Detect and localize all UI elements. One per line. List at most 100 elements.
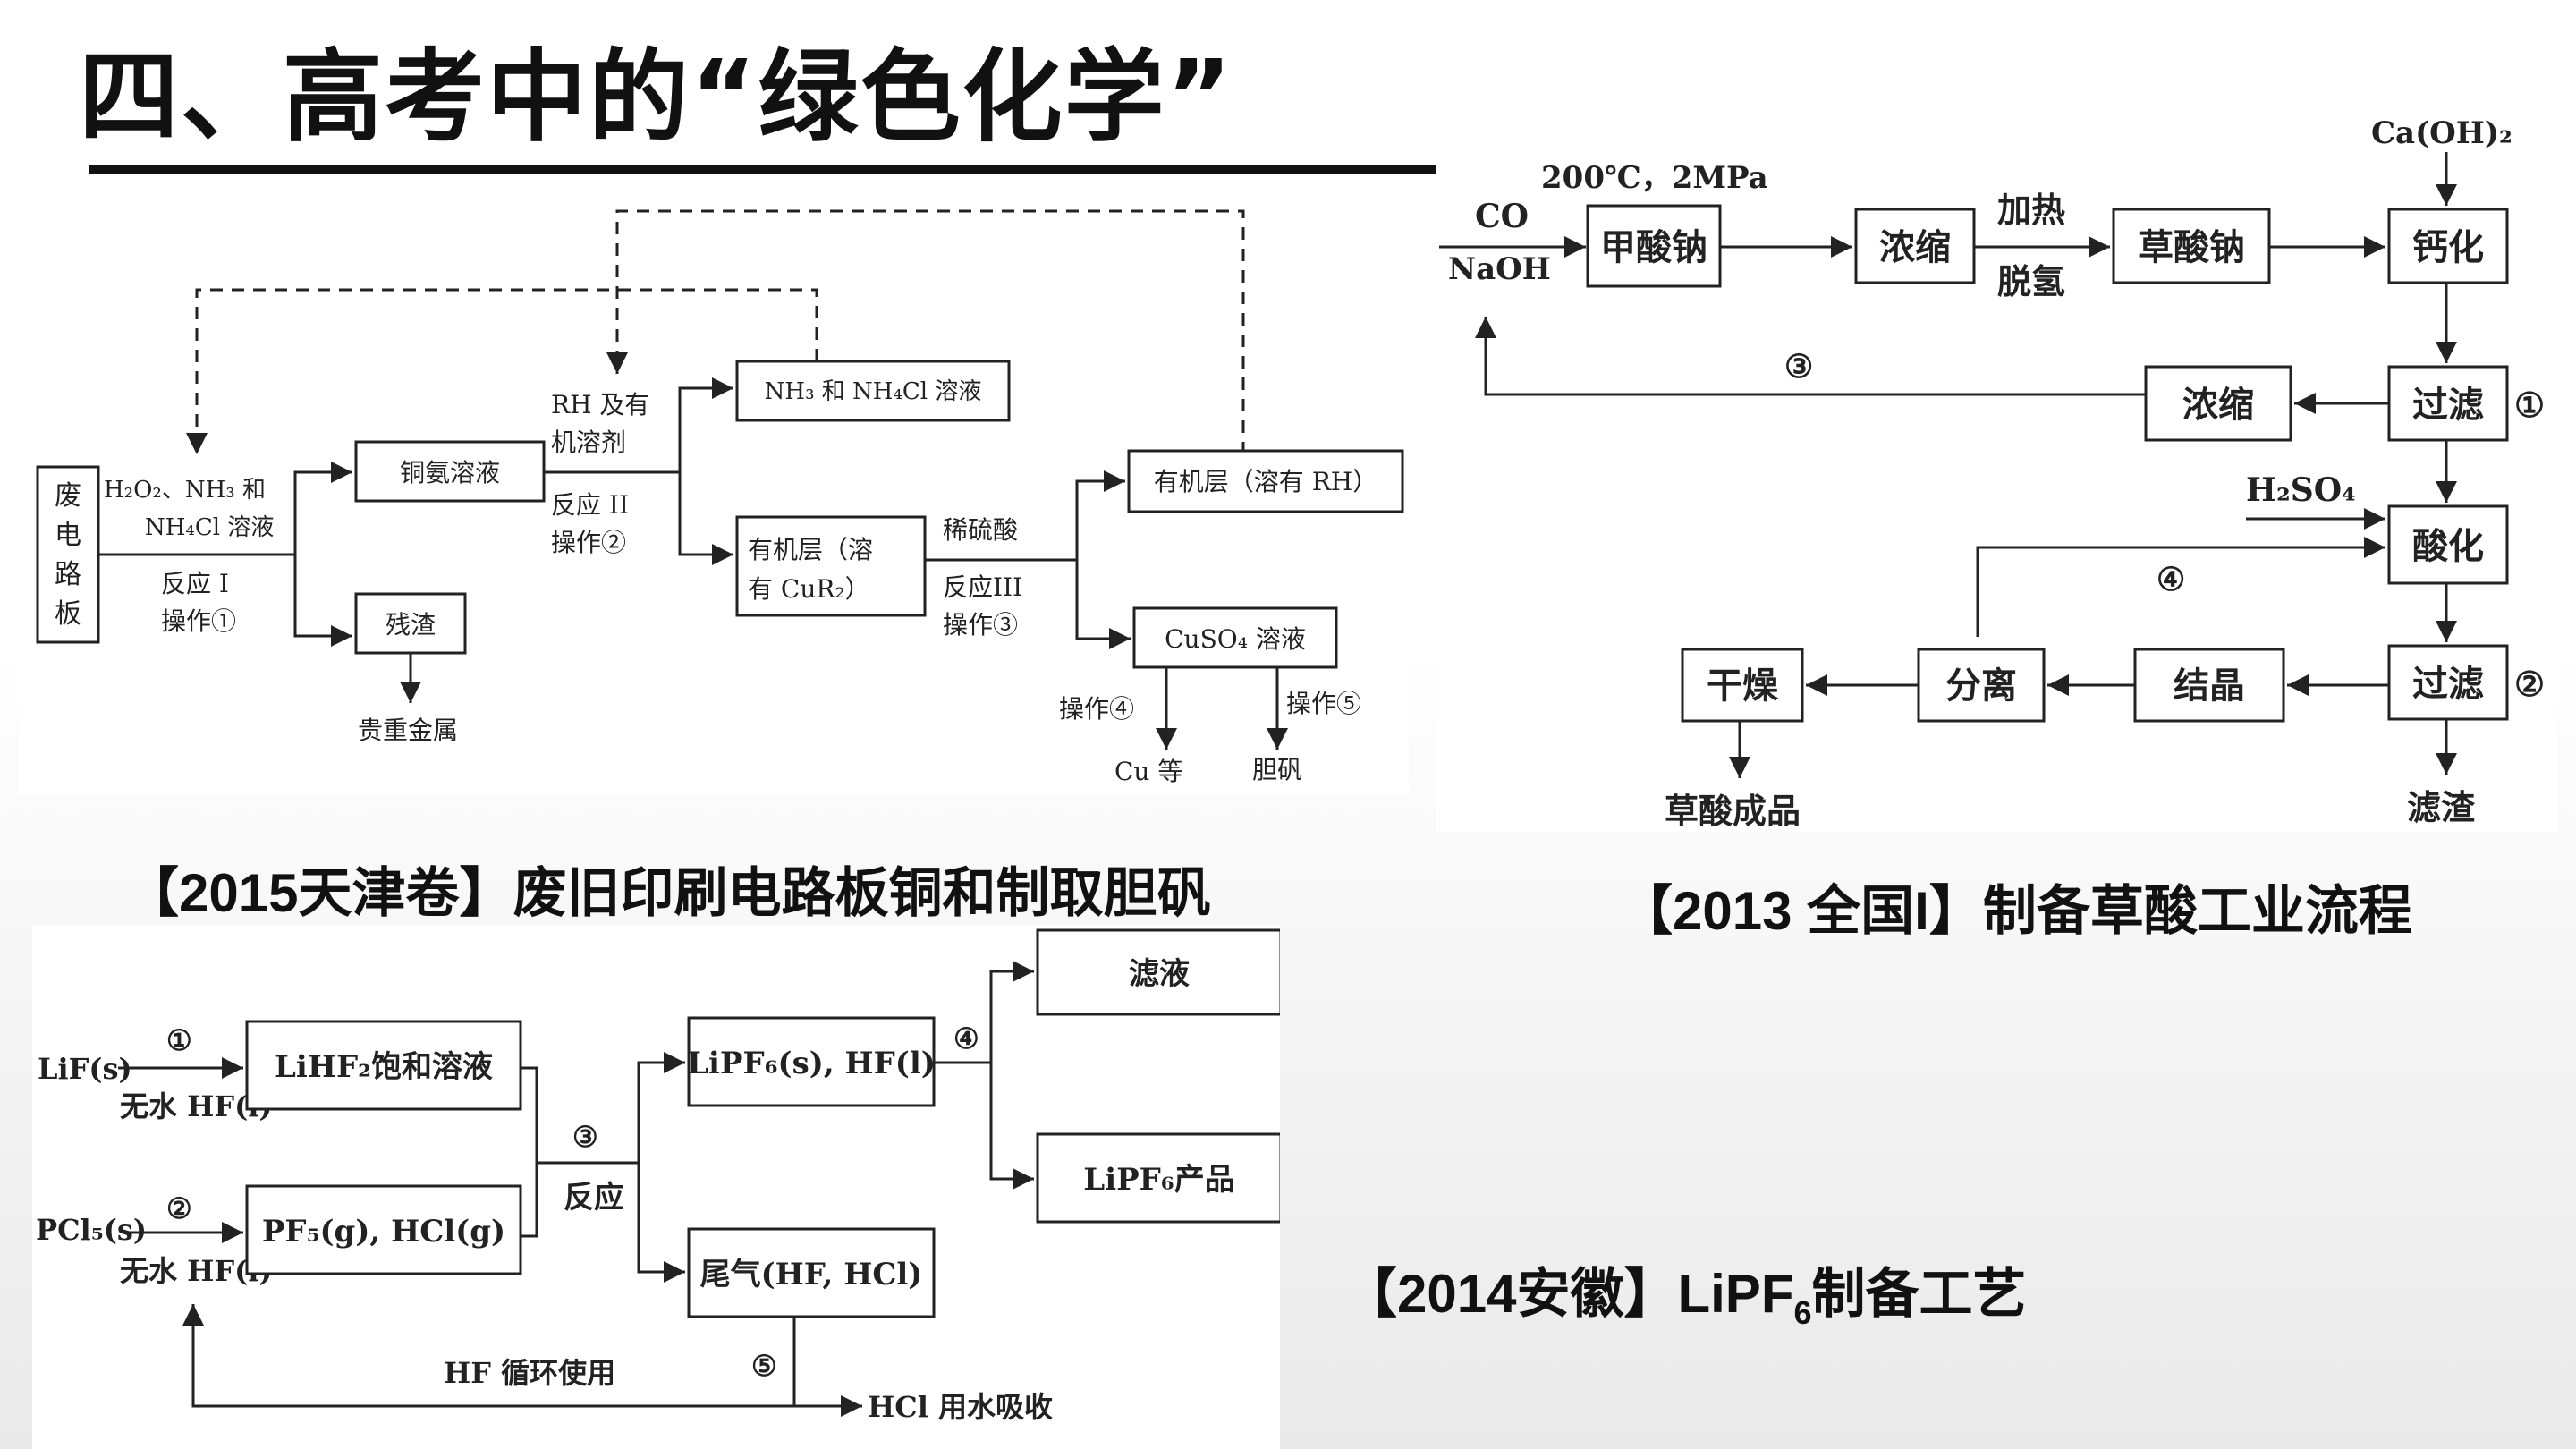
filter-label: 过滤 [2412,663,2484,705]
precious-metal-label: 贵重金属 [358,716,458,745]
react-label: 反应 [564,1180,624,1216]
operation-label: 操作③ [943,610,1018,640]
operation-label: 操作④ [1059,694,1134,724]
concentrate-label: 浓缩 [1879,226,1951,268]
box-nh3-solution [735,360,1011,422]
rh-label: 机溶剂 [551,428,626,457]
box-pf5 [245,1184,522,1275]
diagram-national-svg: Ca(OH)₂ 200℃，2MPa CO NaOH 甲酸钠 浓缩 加热 脱氢 草… [1439,115,2545,831]
caption-anhui-prefix: 【2014安徽】LiPF [1343,1264,1794,1324]
separate-label: 分离 [1945,665,2017,707]
residue-label: 残渣 [386,610,436,640]
caption-national: 【2013 全国I】制备草酸工业流程 [1619,881,2412,941]
h2so4-label: H₂SO₄ [2246,471,2356,509]
step-3: ③ [572,1120,598,1154]
cuso4-label: CuSO₄ 溶液 [1165,624,1306,654]
recycle-rh-line [606,209,1245,454]
flow-arrow [1075,560,1131,649]
caption-anhui-subscript: 6 [1793,1294,1812,1331]
waste-board-char: 废 [55,480,81,512]
box-lipf6-product [1036,1132,1280,1224]
blue-vitriol-label: 胆矾 [1252,755,1302,784]
waste-board-char: 电 [55,520,81,551]
caption-anhui-suffix: 制备工艺 [1811,1264,2027,1324]
reagent-label: NH₄Cl 溶液 [145,514,274,541]
box-lihf2 [245,1020,522,1111]
dehydrogen-label: 脱氢 [1997,261,2065,301]
box-dry [1681,648,1804,723]
box-crystallize [2133,648,2285,723]
flow-arrow [678,377,733,472]
nh3-solution-label: NH₃ 和 NH₄Cl 溶液 [765,378,982,405]
filter-residue-label: 滤渣 [2407,787,2476,827]
box-waste-board [36,465,100,644]
box-acidify [2387,504,2509,585]
mark-3: ③ [1784,348,1813,386]
mark-2: ② [2514,664,2545,704]
flow-arrow [637,1163,685,1283]
caoh2-label: Ca(OH)₂ [2371,115,2512,151]
dilute-acid-label: 稀硫酸 [943,515,1018,545]
merge-line [521,1066,538,1238]
flow-arrow [989,961,1034,1063]
naoh-label: NaOH [1448,251,1551,287]
flow-arrow [293,555,352,647]
reagent-label: H₂O₂、NH₃ 和 [104,477,266,504]
calcify-label: 钙化 [2412,226,2484,268]
conditions-label: 200℃，2MPa [1541,160,1768,196]
filtrate-label: 滤液 [1129,956,1190,992]
waste-board-char: 板 [55,598,81,630]
recycle-nh3-line [186,288,818,454]
box-cu-ammonia [354,440,546,503]
box-residue [354,592,467,655]
mark-4: ④ [2157,561,2185,598]
diagram-anhui: LiF(s) ① 无水 HF(l) LiHF₂饱和溶液 PCl₅(s) ② 无水… [32,925,1280,1449]
pcl5-label: PCl₅(s) [36,1213,147,1247]
box-organic-cur2 [735,515,927,617]
box-sodium-formate [1586,204,1722,288]
operation-label: 操作⑤ [1286,689,1361,718]
reaction-label: 反应III [943,572,1022,602]
crystallize-label: 结晶 [2174,665,2245,707]
product-label: 草酸成品 [1665,791,1801,831]
reaction-label: 反应 II [551,490,629,520]
box-lipf6-hf [687,1016,936,1107]
cu-etc-label: Cu 等 [1114,757,1182,786]
step-1: ① [166,1023,192,1057]
flow-arrow [678,472,733,565]
organic-cur2-label: 有机层（溶 [748,535,873,564]
cu-ammonia-label: 铜氨溶液 [400,458,500,487]
recycle-arrow [1475,317,2146,396]
step-5: ⑤ [751,1349,777,1383]
box-cuso4 [1132,606,1338,669]
organic-cur2-label: 有 CuR₂） [748,574,870,604]
rh-label: RH 及有 [551,390,649,419]
lipf6-hf-label: LiPF₆(s), HF(l) [687,1046,936,1081]
box-filtrate [1036,928,1280,1016]
box-calcify [2387,208,2509,284]
title-underline [89,165,1436,174]
operation-label: 操作① [161,606,236,636]
flow-arrow [293,462,352,555]
reaction-label: 反应 I [161,569,229,598]
co-label: CO [1475,198,1529,235]
caption-tianjin: 【2015天津卷】废旧印刷电路板铜和制取胆矾 [125,863,1211,923]
flow-arrow [989,1063,1034,1190]
page-title: 四、高考中的“绿色化学” [79,39,1234,156]
hf-recycle-label: HF 循环使用 [444,1356,615,1390]
recycle-arrow [182,1304,794,1408]
flow-arrow [1075,470,1125,560]
recycle-arrow [1976,537,2385,637]
tail-gas-label: 尾气(HF, HCl) [700,1257,923,1292]
lif-label: LiF(s) [38,1052,132,1086]
diagram-anhui-svg: LiF(s) ① 无水 HF(l) LiHF₂饱和溶液 PCl₅(s) ② 无水… [36,928,1280,1424]
lihf2-label: LiHF₂饱和溶液 [275,1049,493,1085]
organic-rh-label: 有机层（溶有 RH） [1154,467,1377,496]
waste-board-char: 路 [55,559,81,590]
acidify-label: 酸化 [2412,525,2484,567]
hcl-absorb-label: HCl 用水吸收 [868,1390,1053,1424]
box-tail-gas [687,1227,936,1318]
box-concentrate-2 [2144,365,2292,442]
mark-1: ① [2514,385,2545,425]
diagram-national: Ca(OH)₂ 200℃，2MPa CO NaOH 甲酸钠 浓缩 加热 脱氢 草… [1436,113,2558,832]
